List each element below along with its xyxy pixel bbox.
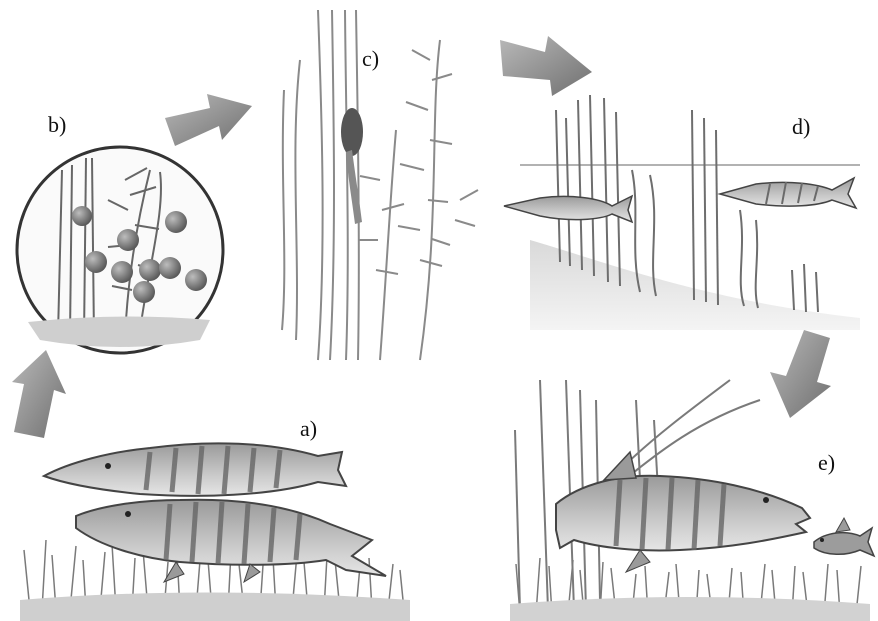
pike-fish-icon bbox=[556, 452, 810, 572]
larva-panel bbox=[282, 10, 478, 360]
stage-label-c: c) bbox=[362, 48, 379, 70]
stage-label-d: d) bbox=[792, 116, 810, 138]
pike-fish-icon bbox=[504, 196, 632, 222]
adult-pike-panel bbox=[20, 443, 410, 621]
prey-fish-icon bbox=[814, 518, 874, 556]
egg-cluster-icon bbox=[17, 147, 223, 353]
arrow-b-to-c bbox=[165, 94, 252, 146]
pike-fish-icon bbox=[76, 500, 386, 582]
arrow-a-to-b bbox=[12, 350, 66, 438]
arrow-c-to-d bbox=[500, 36, 592, 96]
pike-fish-icon bbox=[720, 178, 856, 208]
pike-fish-icon bbox=[44, 443, 346, 495]
stage-label-a: a) bbox=[300, 418, 317, 440]
stage-label-e: e) bbox=[818, 452, 835, 474]
hunting-pike-panel bbox=[510, 380, 874, 621]
arrow-d-to-e bbox=[770, 330, 831, 418]
stage-label-b: b) bbox=[48, 114, 66, 136]
larva-icon bbox=[341, 108, 363, 224]
